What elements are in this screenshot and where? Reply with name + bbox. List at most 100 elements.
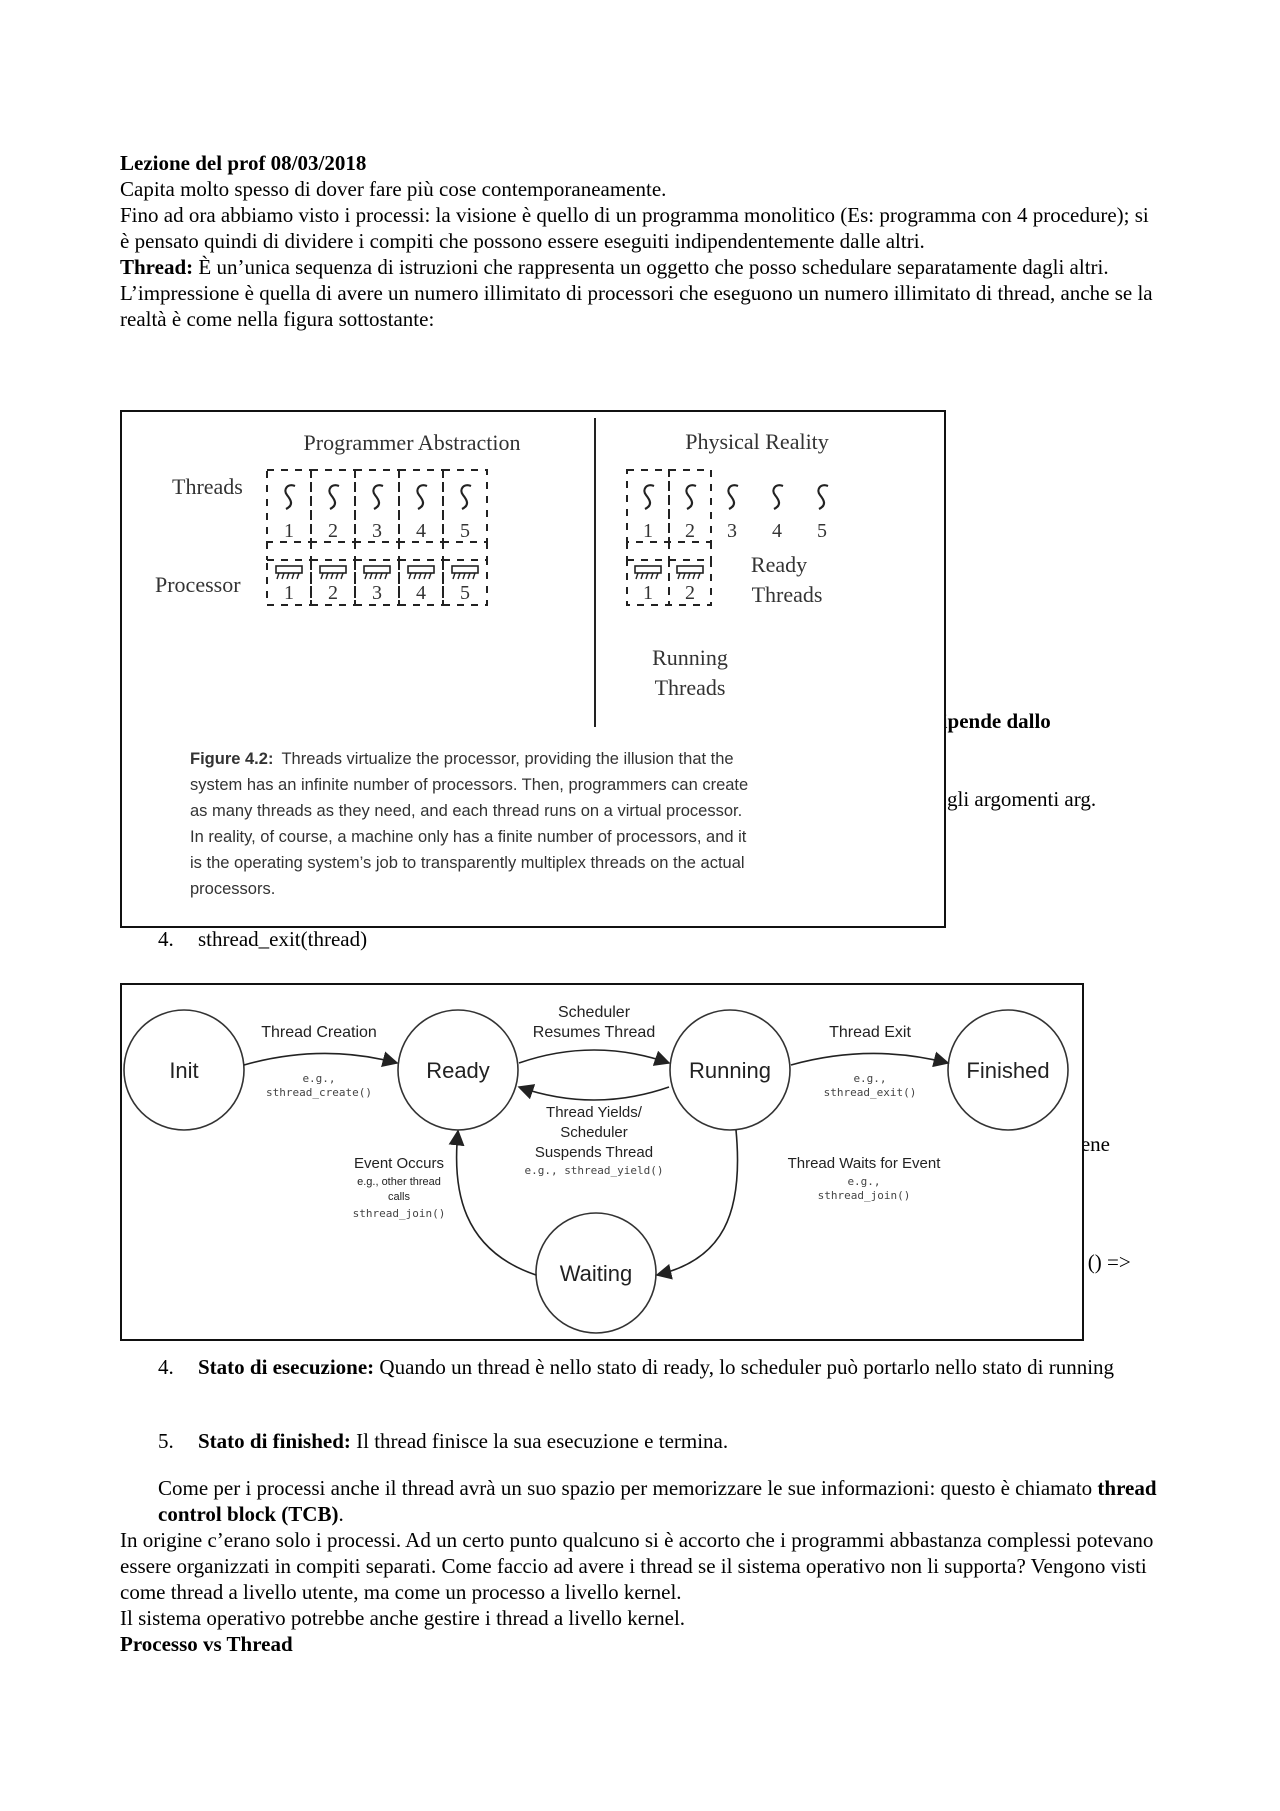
right-thread-icons bbox=[643, 484, 830, 511]
thread-definition: Thread: È un’unica sequenza di istruzion… bbox=[120, 254, 1160, 280]
svg-text:sthread_exit(): sthread_exit() bbox=[824, 1086, 917, 1099]
threads-label: Threads bbox=[172, 474, 243, 499]
figure1-caption: Figure 4.2:Threads virtualize the proces… bbox=[190, 750, 748, 898]
figure-thread-lifecycle: Init Ready Running Finished Waiting Thre… bbox=[120, 983, 1084, 1341]
svg-text:3: 3 bbox=[372, 582, 382, 604]
state-finished: Finished bbox=[966, 1058, 1049, 1083]
svg-text:e.g.,: e.g., bbox=[302, 1072, 335, 1085]
paragraph-4: In origine c’erano solo i processi. Ad u… bbox=[120, 1528, 1154, 1604]
svg-text:2: 2 bbox=[685, 520, 695, 542]
state-running: Running bbox=[689, 1058, 771, 1083]
paragraph-2: Fino ad ora abbiamo visto i processi: la… bbox=[120, 203, 1149, 253]
svg-text:4: 4 bbox=[416, 520, 426, 542]
thread-creation-label: Thread Creation bbox=[261, 1024, 377, 1041]
tcb-term: thread control block (TCB) bbox=[158, 1476, 1157, 1526]
hidden-text-fragment-1: dipende dallo bbox=[930, 709, 1051, 733]
lesson-heading: Lezione del prof 08/03/2018 bbox=[120, 151, 367, 175]
svg-text:Figure 4.2:Threads virtualize: Figure 4.2:Threads virtualize the proces… bbox=[190, 750, 734, 768]
svg-text:4: 4 bbox=[772, 520, 782, 542]
left-title: Programmer Abstraction bbox=[304, 430, 521, 455]
svg-text:5: 5 bbox=[817, 520, 827, 542]
list-text: sthread_exit(thread) bbox=[198, 927, 368, 951]
thread-waits-label: Thread Waits for Event bbox=[788, 1155, 942, 1172]
state-labels: Init Ready Running Finished Waiting bbox=[169, 1058, 1049, 1286]
svg-text:e.g.,: e.g., bbox=[853, 1072, 886, 1085]
list-number: 5. bbox=[158, 1429, 174, 1453]
state-ready: Ready bbox=[426, 1058, 490, 1083]
list-label: Stato di finished: bbox=[198, 1429, 351, 1453]
hidden-text-fragment-2: gli argomenti arg. bbox=[947, 787, 1097, 811]
processor-label: Processor bbox=[155, 572, 241, 597]
figure1-svg: Programmer Abstraction Physical Reality … bbox=[155, 418, 830, 898]
svg-text:2: 2 bbox=[328, 520, 338, 542]
svg-text:sthread_join(): sthread_join() bbox=[818, 1189, 911, 1202]
svg-text:1: 1 bbox=[643, 582, 653, 604]
svg-text:2: 2 bbox=[328, 582, 338, 604]
svg-text:1: 1 bbox=[284, 582, 294, 604]
list-number: 4. bbox=[158, 1355, 174, 1379]
right-processor-numbers: 1 2 bbox=[643, 582, 695, 604]
right-title: Physical Reality bbox=[685, 429, 829, 454]
thread-exit-label: Thread Exit bbox=[829, 1024, 911, 1041]
svg-text:e.g.,: e.g., bbox=[847, 1175, 880, 1188]
svg-text:as many threads as they need,: as many threads as they need, and each t… bbox=[190, 802, 742, 820]
svg-text:Threads: Threads bbox=[752, 582, 823, 607]
left-processor-numbers: 1 2 3 4 5 bbox=[284, 582, 470, 604]
thread-definition-text: È un’unica sequenza di istruzioni che ra… bbox=[193, 255, 1109, 279]
svg-text:Suspends Thread: Suspends Thread bbox=[535, 1144, 653, 1161]
svg-text:In reality, of course, a machi: In reality, of course, a machine only ha… bbox=[190, 828, 747, 846]
thread-yields-label: Thread Yields/ bbox=[546, 1104, 643, 1121]
svg-text:system has an infinite number: system has an infinite number of process… bbox=[190, 776, 748, 794]
svg-text:2: 2 bbox=[685, 582, 695, 604]
thread-label: Thread: bbox=[120, 255, 194, 279]
state-waiting: Waiting bbox=[560, 1261, 633, 1286]
svg-text:e.g., other thread: e.g., other thread bbox=[357, 1176, 441, 1188]
list-body: Quando un thread è nello stato di ready,… bbox=[374, 1355, 1115, 1379]
ready-threads-label: Ready Threads bbox=[751, 552, 823, 607]
svg-text:processors.: processors. bbox=[190, 880, 275, 898]
svg-text:sthread_create(): sthread_create() bbox=[266, 1086, 372, 1099]
list-number: 4. bbox=[158, 927, 174, 951]
svg-text:is the operating system’s job: is the operating system’s job to transpa… bbox=[190, 854, 745, 872]
left-processor-icons bbox=[275, 565, 479, 580]
svg-text:Scheduler: Scheduler bbox=[560, 1124, 628, 1141]
svg-text:3: 3 bbox=[727, 520, 737, 542]
svg-text:3: 3 bbox=[372, 520, 382, 542]
svg-text:Running: Running bbox=[652, 645, 728, 670]
left-dashed-boxes bbox=[266, 469, 488, 606]
state-circles bbox=[123, 1009, 1069, 1334]
svg-text:e.g., sthread_yield(): e.g., sthread_yield() bbox=[524, 1164, 663, 1177]
list-label: Stato di esecuzione: bbox=[198, 1355, 375, 1379]
closing-block: In origine c’erano solo i processi. Ad u… bbox=[120, 1527, 1160, 1657]
transition-arrows bbox=[243, 1049, 950, 1280]
svg-text:1: 1 bbox=[643, 520, 653, 542]
list-body: Il thread finisce la sua esecuzione e te… bbox=[350, 1429, 729, 1453]
transition-labels: Thread Creation e.g., sthread_create() S… bbox=[261, 1004, 941, 1220]
paragraph-1: Capita molto spesso di dover fare più co… bbox=[120, 177, 667, 201]
svg-text:Threads: Threads bbox=[655, 675, 726, 700]
paragraph-3: L’impressione è quella di avere un numer… bbox=[120, 281, 1153, 331]
right-dashed-boxes bbox=[626, 469, 712, 606]
svg-text:sthread_join(): sthread_join() bbox=[353, 1207, 446, 1220]
figure2-svg: Init Ready Running Finished Waiting Thre… bbox=[123, 1004, 1069, 1334]
list-text: Stato di esecuzione: Quando un thread è … bbox=[198, 1354, 1158, 1380]
left-thread-numbers: 1 2 3 4 5 bbox=[284, 520, 470, 542]
event-occurs-label: Event Occurs bbox=[354, 1155, 444, 1172]
list-text: Stato di finished: Il thread finisce la … bbox=[198, 1428, 1158, 1454]
section-heading: Processo vs Thread bbox=[120, 1632, 293, 1656]
svg-text:4: 4 bbox=[416, 582, 426, 604]
scheduler-resumes-label: Scheduler bbox=[558, 1004, 631, 1021]
figure-threads-virtualize-processor: Programmer Abstraction Physical Reality … bbox=[120, 410, 946, 928]
svg-text:Ready: Ready bbox=[751, 552, 807, 577]
running-threads-label: Running Threads bbox=[652, 645, 728, 700]
svg-text:1: 1 bbox=[284, 520, 294, 542]
intro-block: Lezione del prof 08/03/2018 Capita molto… bbox=[120, 150, 1160, 332]
svg-text:5: 5 bbox=[460, 582, 470, 604]
paragraph-5: Il sistema operativo potrebbe anche gest… bbox=[120, 1606, 686, 1630]
tcb-paragraph: Come per i processi anche il thread avrà… bbox=[158, 1476, 1157, 1526]
svg-text:Resumes Thread: Resumes Thread bbox=[533, 1024, 655, 1041]
right-thread-numbers: 1 2 3 4 5 bbox=[643, 520, 827, 542]
state-init: Init bbox=[169, 1058, 198, 1083]
svg-text:5: 5 bbox=[460, 520, 470, 542]
